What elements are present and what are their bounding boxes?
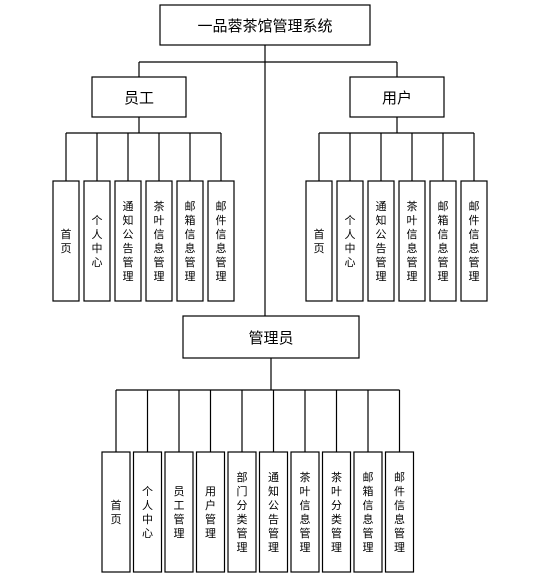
user-node: 用户 bbox=[349, 76, 445, 118]
admin-modules: 首页 个人中心 员工管理 用户管理 部门分类管理 通知公告管理 茶叶信息管理 茶叶分类管理 邮箱… bbox=[101, 451, 415, 573]
module-node: 通知公告管理 bbox=[258, 451, 289, 573]
module-node: 用户管理 bbox=[195, 451, 226, 573]
module-node: 个人中心 bbox=[132, 451, 163, 573]
module-label: 部门分类管理 bbox=[237, 470, 248, 554]
module-node: 通知公告管理 bbox=[367, 180, 395, 302]
module-label: 邮箱信息管理 bbox=[185, 200, 196, 283]
module-label: 通知公告管理 bbox=[268, 471, 279, 554]
module-label: 邮箱信息管理 bbox=[438, 200, 449, 283]
staff-node: 员工 bbox=[91, 76, 187, 118]
module-node: 个人中心 bbox=[336, 180, 364, 302]
module-label: 邮件信息管理 bbox=[394, 471, 405, 554]
admin-label: 管理员 bbox=[248, 329, 293, 347]
staff-modules: 首页 个人中心 通知公告管理 茶叶信息管理 邮箱信息管理 邮件信息管理 bbox=[52, 180, 235, 302]
staff-label: 员工 bbox=[124, 89, 154, 107]
module-node: 邮件信息管理 bbox=[207, 180, 235, 302]
module-label: 茶叶信息管理 bbox=[300, 471, 311, 554]
module-node: 首页 bbox=[305, 180, 333, 302]
module-label: 首页 bbox=[111, 498, 122, 526]
module-node: 部门分类管理 bbox=[227, 451, 257, 573]
module-node: 邮箱信息管理 bbox=[353, 451, 383, 573]
module-node: 员工管理 bbox=[164, 451, 194, 573]
module-label: 个人中心 bbox=[345, 214, 356, 269]
module-label: 首页 bbox=[61, 227, 72, 255]
module-label: 个人中心 bbox=[92, 214, 103, 269]
module-label: 首页 bbox=[314, 227, 325, 255]
module-node: 个人中心 bbox=[83, 180, 111, 302]
module-node: 茶叶信息管理 bbox=[290, 451, 320, 573]
module-node: 首页 bbox=[52, 180, 80, 302]
module-label: 茶叶信息管理 bbox=[407, 200, 418, 283]
admin-node: 管理员 bbox=[182, 315, 360, 359]
root-label: 一品蓉茶馆管理系统 bbox=[197, 17, 332, 35]
module-node: 邮箱信息管理 bbox=[429, 180, 457, 302]
module-node: 邮箱信息管理 bbox=[176, 180, 204, 302]
module-label: 茶叶信息管理 bbox=[154, 200, 165, 283]
module-label: 用户管理 bbox=[205, 485, 216, 540]
module-node: 邮件信息管理 bbox=[384, 451, 415, 573]
module-label: 个人中心 bbox=[142, 485, 153, 540]
module-node: 茶叶分类管理 bbox=[321, 451, 352, 573]
root-node: 一品蓉茶馆管理系统 bbox=[159, 4, 371, 46]
user-modules: 首页 个人中心 通知公告管理 茶叶信息管理 邮箱信息管理 邮件信息管理 bbox=[305, 180, 488, 302]
module-node: 茶叶信息管理 bbox=[145, 180, 173, 302]
module-label: 员工管理 bbox=[174, 485, 185, 540]
module-label: 通知公告管理 bbox=[376, 200, 387, 283]
connector-lines bbox=[65, 45, 475, 452]
module-node: 邮件信息管理 bbox=[460, 180, 488, 302]
module-label: 通知公告管理 bbox=[123, 200, 134, 283]
module-label: 邮件信息管理 bbox=[216, 200, 227, 283]
module-label: 邮箱信息管理 bbox=[363, 471, 374, 554]
module-node: 通知公告管理 bbox=[114, 180, 142, 302]
module-node: 首页 bbox=[101, 451, 131, 573]
module-label: 茶叶分类管理 bbox=[331, 471, 342, 554]
module-label: 邮件信息管理 bbox=[469, 200, 480, 283]
user-label: 用户 bbox=[382, 89, 412, 107]
module-node: 茶叶信息管理 bbox=[398, 180, 426, 302]
